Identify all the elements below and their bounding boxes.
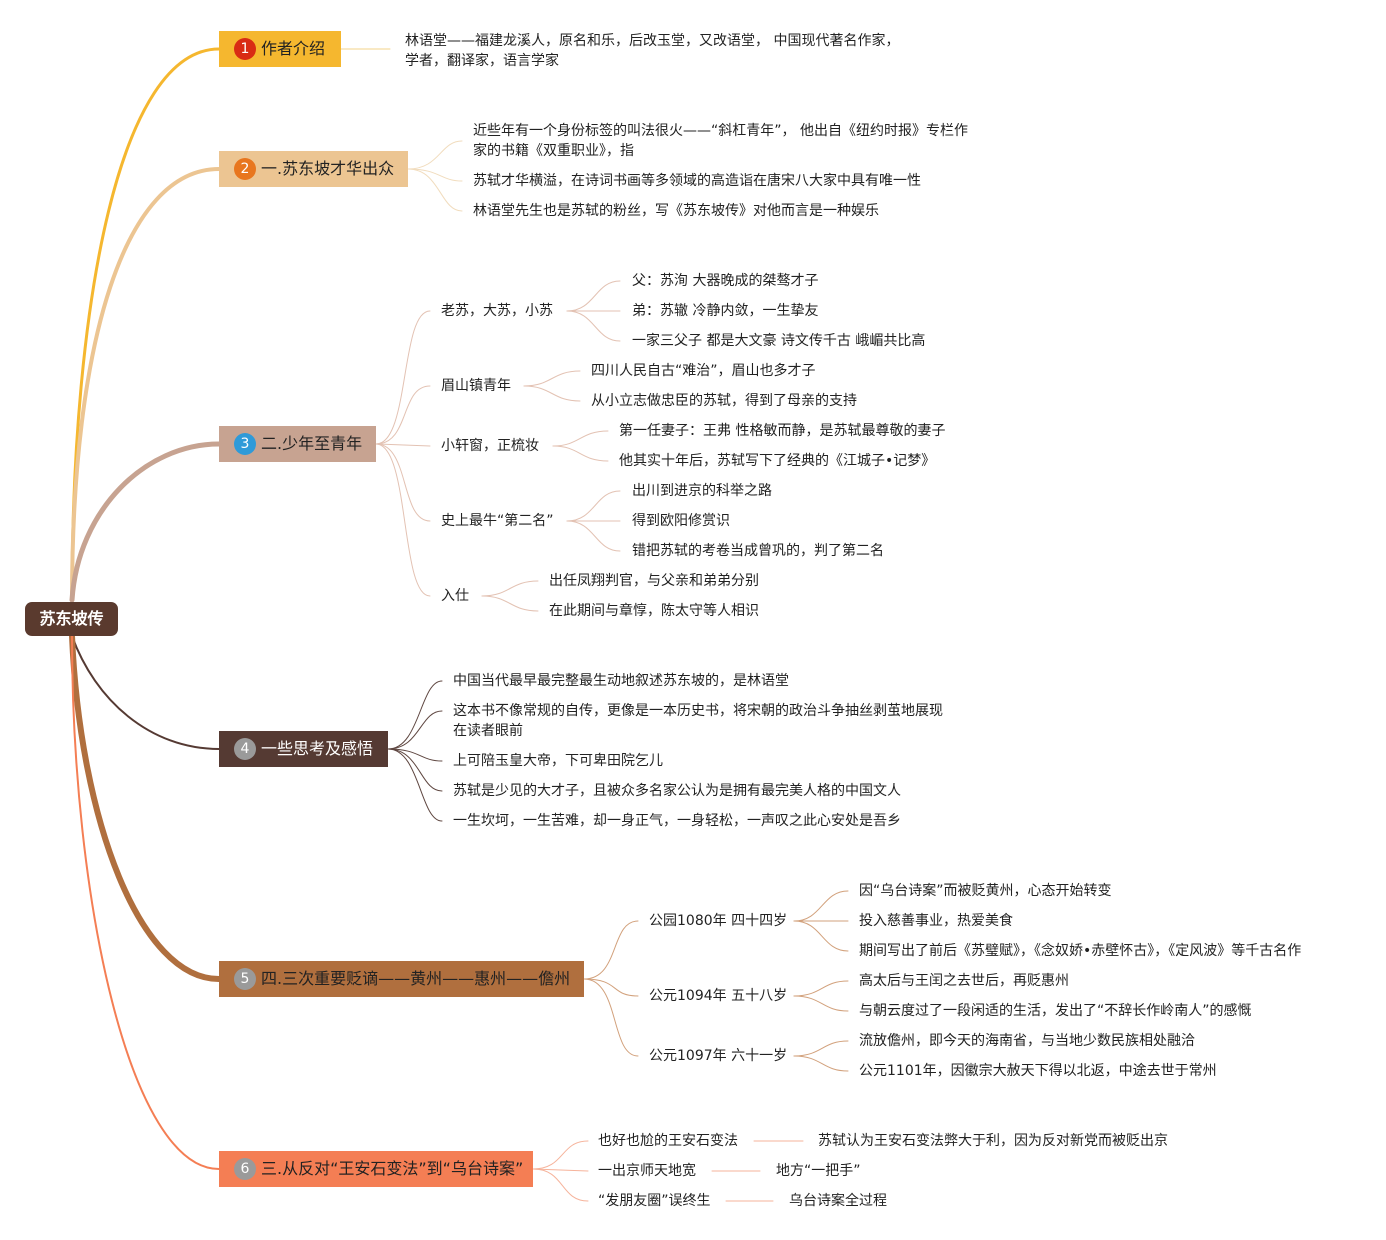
leaf-text: 苏轼才华横溢，在诗词书画等多领域的高造诣在唐宋八大家中具有唯一性 <box>473 173 921 189</box>
leaf-text: 公元1101年，因徽宗大赦天下得以北返，中途去世于常州 <box>859 1063 1217 1079</box>
branch-title: 二.少年至青年 <box>261 434 363 453</box>
leaf-text: 投入慈善事业，热爱美食 <box>859 913 1013 929</box>
sub-topic[interactable]: 公元1097年 六十一岁 <box>649 1048 788 1064</box>
branch-node-author[interactable]: 1 作者介绍 <box>219 31 341 67</box>
number-badge-icon: 6 <box>234 1158 256 1180</box>
number-badge-icon: 1 <box>234 38 256 60</box>
number-badge-icon: 4 <box>234 738 256 760</box>
leaf-text: 近些年有一个身份标签的叫法很火——“斜杠青年”， 他出自《纽约时报》专栏作 家的… <box>473 123 968 159</box>
leaf-text: 苏轼是少见的大才子，且被众多名家公认为是拥有最完美人格的中国文人 <box>453 783 901 799</box>
leaf-text: 高太后与王闰之去世后，再贬惠州 <box>859 973 1069 989</box>
leaf-text: 苏轼认为王安石变法弊大于利，因为反对新党而被贬出京 <box>818 1133 1168 1149</box>
leaf-text: 中国当代最早最完整最生动地叙述苏东坡的，是林语堂 <box>453 673 789 689</box>
sub-topic[interactable]: 入仕 <box>441 588 469 604</box>
sub-topic[interactable]: 公元1094年 五十八岁 <box>649 988 788 1004</box>
branch-node-exile[interactable]: 5 四.三次重要贬谪——黄州——惠州——儋州 <box>219 961 584 997</box>
leaf-text: 第一任妻子：王弗 性格敏而静，是苏轼最尊敬的妻子 <box>619 423 946 439</box>
branch-node-youth[interactable]: 3 二.少年至青年 <box>219 426 376 462</box>
leaf-text: 四川人民自古“难治”，眉山也多才子 <box>591 363 816 379</box>
leaf-text: 出任凤翔判官，与父亲和弟弟分别 <box>549 573 759 589</box>
root-link-6 <box>71 635 220 1170</box>
number-badge-icon: 3 <box>234 433 256 455</box>
branch-node-reform[interactable]: 6 三.从反对“王安石变法”到“乌台诗案” <box>219 1151 533 1187</box>
sub-topic[interactable]: 小轩窗，正梳妆 <box>441 438 539 454</box>
number-badge-icon: 5 <box>234 968 256 990</box>
sub-topic[interactable]: 公园1080年 四十四岁 <box>649 913 788 929</box>
leaf-text: 在此期间与章惇，陈太守等人相识 <box>549 603 759 619</box>
leaf-text: 弟：苏辙 冷静内敛，一生挚友 <box>632 303 819 319</box>
sub-topic[interactable]: 史上最牛“第二名” <box>441 513 554 529</box>
branch-title: 作者介绍 <box>261 39 326 58</box>
leaf-text: 一生坎坷，一生苦难，却一身正气，一身轻松，一声叹之此心安处是吾乡 <box>453 813 901 829</box>
sub-topic[interactable]: 也好也尬的王安石变法 <box>598 1133 738 1149</box>
leaf-text: 一家三父子 都是大文豪 诗文传千古 峨嵋共比高 <box>632 333 926 349</box>
sub-topic[interactable]: 眉山镇青年 <box>441 378 511 394</box>
branch-node-thoughts[interactable]: 4 一些思考及感悟 <box>219 731 388 767</box>
number-badge-icon: 2 <box>234 158 256 180</box>
root-link-1 <box>70 47 221 602</box>
branch-node-talent[interactable]: 2 一.苏东坡才华出众 <box>219 151 408 187</box>
sub-topic[interactable]: “发朋友圈”误终生 <box>598 1193 711 1209</box>
root-link-5 <box>69 633 222 982</box>
branch-title: 一.苏东坡才华出众 <box>261 159 395 178</box>
branch-title: 三.从反对“王安石变法”到“乌台诗案” <box>261 1159 524 1178</box>
leaf-text: 地方“一把手” <box>776 1163 861 1179</box>
leaf-text: 得到欧阳修赏识 <box>632 513 730 529</box>
branch-title: 四.三次重要贬谪——黄州——惠州——儋州 <box>261 969 571 988</box>
root-link-3 <box>69 441 222 603</box>
leaf-text: 父：苏洵 大器晚成的桀骜才子 <box>632 273 819 289</box>
leaf-text: 乌台诗案全过程 <box>789 1193 887 1209</box>
root-node[interactable]: 苏东坡传 <box>25 602 118 636</box>
sub-topic[interactable]: 老苏，大苏，小苏 <box>441 303 553 319</box>
leaf-text: 他其实十年后，苏轼写下了经典的《江城子•记梦》 <box>619 453 936 469</box>
leaf-text: 这本书不像常规的自传，更像是一本历史书，将宋朝的政治斗争抽丝剥茧地展现 在读者眼… <box>453 703 943 739</box>
leaf-text: 错把苏轼的考卷当成曾巩的，判了第二名 <box>632 543 884 559</box>
branch-title: 一些思考及感悟 <box>261 739 374 758</box>
leaf-text: 因“乌台诗案”而被贬黄州，心态开始转变 <box>859 883 1112 899</box>
leaf-text: 从小立志做忠臣的苏轼，得到了母亲的支持 <box>591 393 857 409</box>
leaf-text: 与朝云度过了一段闲适的生活，发出了“不辞长作岭南人”的感慨 <box>859 1003 1252 1019</box>
leaf-text: 林语堂先生也是苏轼的粉丝，写《苏东坡传》对他而言是一种娱乐 <box>473 203 879 219</box>
root-link-4 <box>71 635 220 750</box>
leaf-text: 上可陪玉皇大帝，下可卑田院乞儿 <box>453 753 663 769</box>
root-link-2 <box>70 167 221 602</box>
leaf-text: 出川到进京的科举之路 <box>632 483 772 499</box>
leaf-text: 期间写出了前后《苏璧赋》，《念奴娇•赤壁怀古》，《定风波》等千古名作 <box>859 943 1302 959</box>
leaf-text: 林语堂——福建龙溪人，原名和乐，后改玉堂，又改语堂， 中国现代著名作家， 学者，… <box>405 33 900 69</box>
leaf-text: 流放儋州，即今天的海南省，与当地少数民族相处融洽 <box>859 1033 1195 1049</box>
sub-topic[interactable]: 一出京师天地宽 <box>598 1163 696 1179</box>
